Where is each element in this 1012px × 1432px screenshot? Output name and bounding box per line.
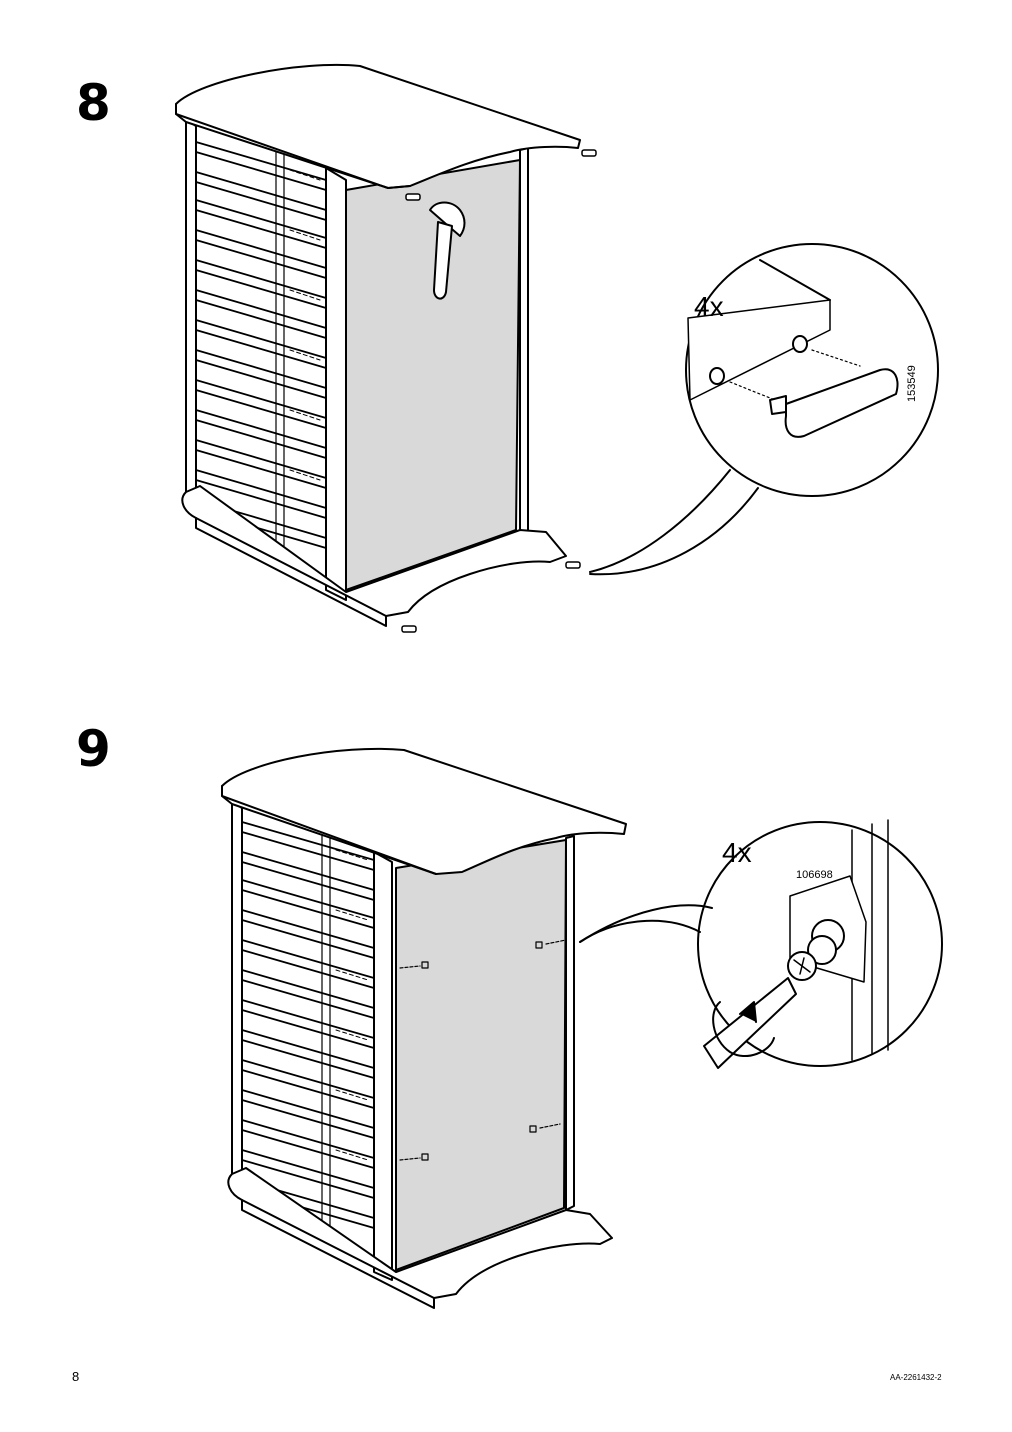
back-panel: [395, 839, 567, 1271]
screw-markers: [399, 939, 567, 1161]
side-slats: [241, 821, 375, 1233]
bottom-board: [181, 485, 567, 617]
side-slats: [195, 141, 327, 553]
step-9-callout: [579, 819, 943, 1069]
step-9-quantity: 4x: [722, 837, 752, 868]
step-8-part-number: 153549: [906, 365, 918, 402]
step-9-part-number: 106698: [796, 869, 833, 881]
top-board: [175, 63, 581, 189]
hammer-icon: [429, 201, 466, 300]
document-code: AA-2261432-2: [890, 1373, 942, 1382]
step-8-number: 8: [76, 74, 111, 132]
page-number: 8: [72, 1369, 80, 1384]
back-panel: [345, 159, 521, 591]
step-9-number: 9: [76, 720, 111, 778]
top-board: [221, 747, 627, 875]
side-frame: [231, 801, 575, 1281]
bottom-board: [227, 1167, 613, 1299]
step-8-callout: [589, 243, 939, 576]
step-8-quantity: 4x: [694, 291, 724, 322]
caps-on-model: [401, 149, 597, 633]
step-9-illustration: 4x 106698: [0, 700, 1012, 1340]
step-8-illustration: 4x 153549: [0, 0, 1012, 660]
